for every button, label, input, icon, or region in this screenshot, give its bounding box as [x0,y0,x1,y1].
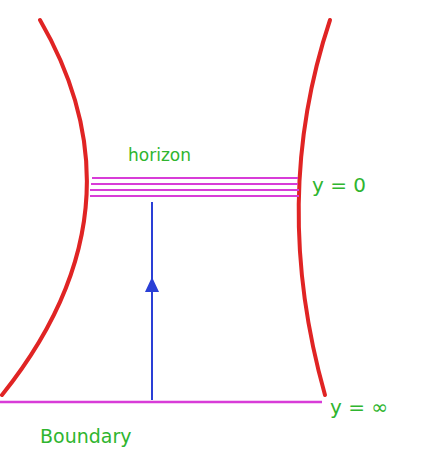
horizon-label: horizon [128,146,191,166]
horizon-line [90,189,299,191]
radial-arrow [151,202,153,400]
boundary-line [0,401,322,404]
horizon-line [91,183,298,185]
arrow-head [145,277,159,292]
horizon-line [90,195,299,197]
horizon-line [92,177,298,179]
coordinate-label: y = ∞ [330,396,388,419]
coordinate-label: y = 0 [312,174,366,197]
right-wall [299,20,330,395]
left-wall [2,20,87,395]
boundary-label: Boundary [40,426,132,448]
horizon-lines [90,178,299,196]
